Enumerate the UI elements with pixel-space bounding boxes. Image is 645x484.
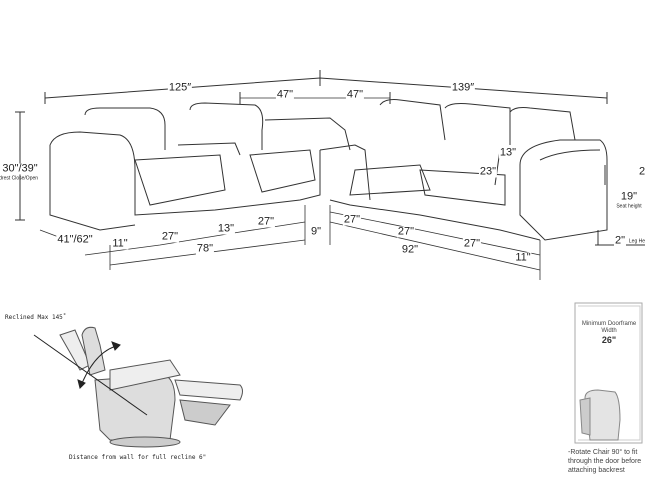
corner-gap: 9" xyxy=(309,225,323,238)
overall-height: 30"/39" xyxy=(1,162,39,175)
headrest-depth: 13" xyxy=(498,146,518,159)
recline-max-label: Reclined Max 145˚ xyxy=(5,314,67,321)
sofa-left-section xyxy=(15,102,321,231)
doorframe-illustration xyxy=(574,302,643,444)
seat-2-width: 27" xyxy=(256,215,276,228)
seat-3-width: 27" xyxy=(342,213,362,226)
total-left-width: 125″ xyxy=(167,81,193,94)
arm-height-partial: 2 xyxy=(637,165,645,178)
leg-height: 2" xyxy=(613,234,627,247)
console-width: 13" xyxy=(216,222,236,235)
depth: 41"/62" xyxy=(56,233,94,246)
corner-left-width: 47" xyxy=(275,88,295,101)
doorframe-note: -Rotate Chair 90° to fit through the doo… xyxy=(568,449,642,474)
doorframe-title: Minimum Doorframe Width xyxy=(581,321,637,334)
seat-height: 19" xyxy=(619,190,639,203)
arm-right-width: 11" xyxy=(514,251,532,264)
overall-dimension-lines xyxy=(44,70,608,104)
left-length: 78" xyxy=(195,242,215,255)
seat-5-width: 27" xyxy=(462,237,482,250)
sofa-right-section xyxy=(264,99,645,246)
recliner-illustration xyxy=(33,326,243,448)
corner-right-width: 47" xyxy=(345,88,365,101)
seat-height-caption: Seat height xyxy=(616,203,642,210)
footrest-extension: 23" xyxy=(478,165,498,178)
doorframe-width: 26" xyxy=(601,335,617,345)
wall-distance-label: Distance from wall for full recline 6" xyxy=(69,454,207,461)
right-length: 92" xyxy=(400,243,420,256)
arm-left-width: 11" xyxy=(111,237,129,250)
leg-height-caption: Leg Height xyxy=(628,238,645,245)
total-right-width: 139″ xyxy=(450,81,476,94)
seat-4-width: 27" xyxy=(396,225,416,238)
height-caption: Headrest Close/Open xyxy=(0,175,39,182)
seat-1-width: 27" xyxy=(160,230,180,243)
